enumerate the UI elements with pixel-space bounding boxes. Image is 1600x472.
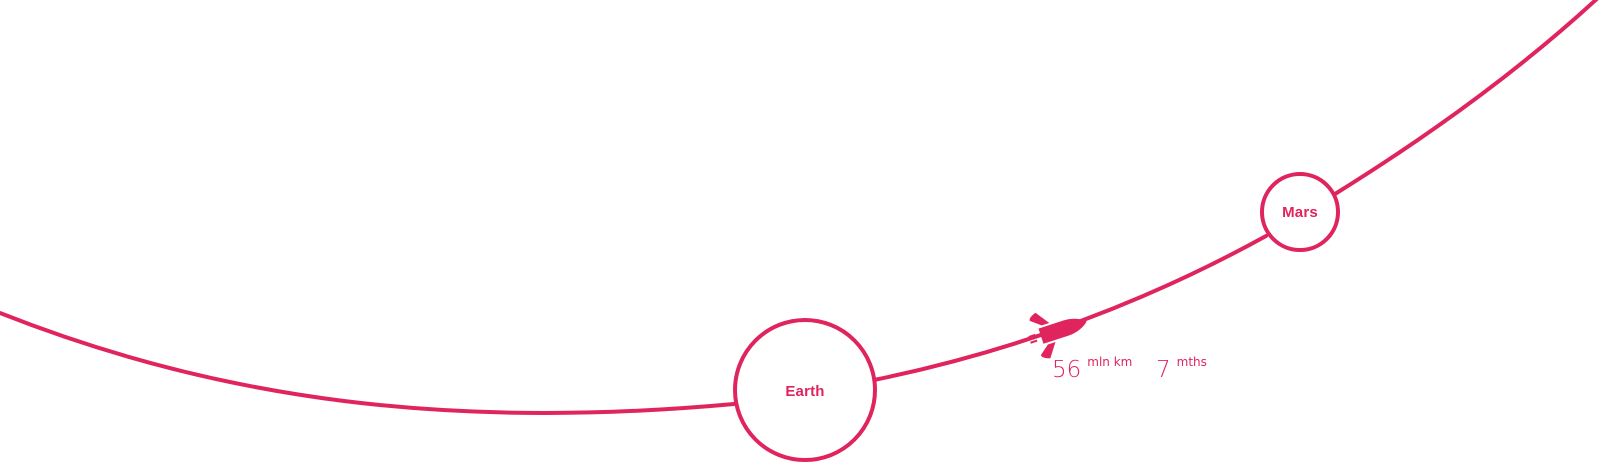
distance-unit: mln km <box>1087 355 1133 369</box>
distance-stat: 56 mln km <box>1052 356 1132 382</box>
duration-unit: mths <box>1176 355 1207 369</box>
earth-circle <box>733 318 877 462</box>
mars-circle <box>1260 172 1340 252</box>
earth-label: Earth <box>785 383 824 400</box>
duration-stat: 7 mths <box>1156 356 1207 382</box>
planet-earth[interactable]: Earth <box>733 318 877 462</box>
orbit-path-left <box>0 311 736 415</box>
duration-value: 7 <box>1156 357 1171 383</box>
orbit-path-right <box>1333 0 1599 196</box>
mars-label: Mars <box>1282 204 1318 221</box>
distance-value: 56 <box>1052 357 1082 383</box>
planet-mars[interactable]: Mars <box>1260 172 1340 252</box>
rocket-icon <box>1028 312 1087 359</box>
